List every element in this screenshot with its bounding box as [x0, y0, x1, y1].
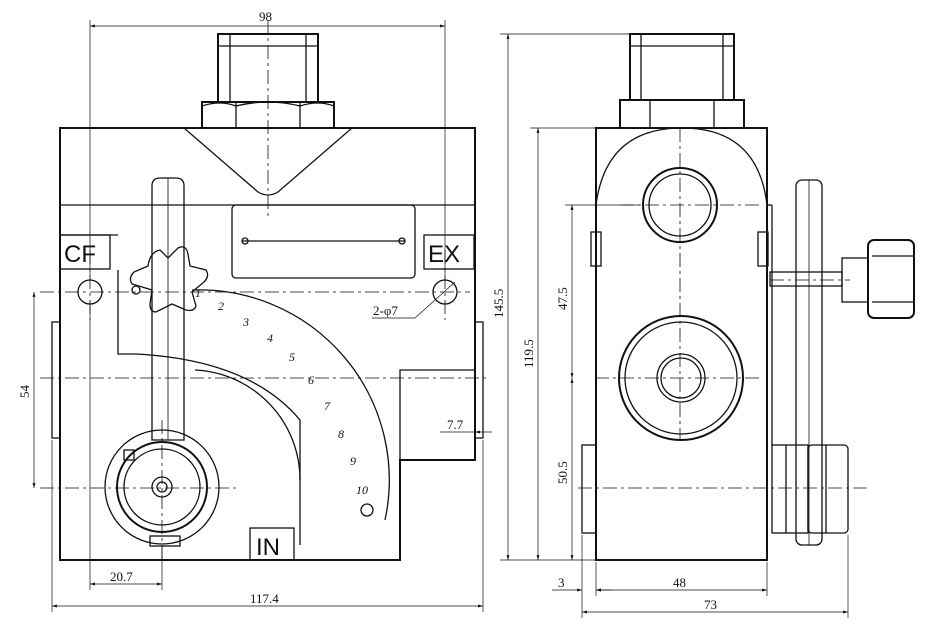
dim-side-total-height: 145.5: [491, 289, 506, 318]
front-top-fitting: [217, 33, 319, 103]
port-box-in: [249, 527, 295, 561]
scale-mark: 3: [242, 315, 249, 329]
side-lower-port: [618, 315, 744, 441]
dim-overall-width: 117.4: [250, 591, 279, 606]
dim-side-lower: 50.5: [555, 461, 570, 484]
dim-side-height: 119.5: [521, 339, 536, 368]
dim-top-width: 98: [259, 9, 272, 24]
front-right-boss: [474, 321, 484, 439]
scale-end-circle: [360, 503, 374, 517]
scale-mark: 7: [324, 399, 331, 413]
side-dimensions: 145.5 119.5 47.5 50.5 3 48 73: [491, 33, 849, 618]
dim-side-upper: 47.5: [555, 287, 570, 310]
scale-mark: 8: [338, 427, 344, 441]
dim-left-offset: 20.7: [110, 569, 133, 584]
dim-side-total-width: 73: [704, 597, 717, 612]
scale-mark: 9: [350, 454, 356, 468]
dim-holes: 2-φ7: [373, 303, 398, 318]
port-label-ex: EX: [428, 241, 460, 268]
dim-right-offset: 7.7: [447, 417, 464, 432]
scale-mark: 10: [356, 483, 368, 497]
side-hex-nut: [619, 99, 745, 129]
front-nameplate: [231, 204, 416, 279]
side-knob-stem: [769, 271, 843, 287]
port-box-cf: [59, 234, 111, 270]
side-left-tab: [590, 231, 602, 267]
scale-mark: 6: [308, 373, 314, 387]
scale-arc-outer: [191, 289, 390, 521]
dim-left-height: 54: [17, 385, 32, 399]
dim-side-width: 48: [673, 575, 686, 590]
front-view: 1 2 3 4 5 6 7 8 9 10: [40, 20, 490, 561]
scale-numbers: 1 2 3 4 5 6 7 8 9 10: [195, 286, 368, 497]
scale-mark: 4: [267, 331, 273, 345]
side-lower-boss: [771, 444, 809, 534]
front-dial-tab: [149, 535, 181, 547]
side-right-tab: [757, 231, 769, 267]
scale-mark: 2: [218, 299, 224, 313]
scale-mark: 5: [289, 350, 295, 364]
dim-side-small: 3: [558, 575, 565, 590]
scale-arc-inner: [194, 369, 301, 481]
scale-mark: 1: [195, 286, 201, 300]
front-lever: [151, 177, 185, 441]
port-label-cf: CF: [64, 241, 96, 268]
side-view: [578, 33, 915, 561]
side-left-boss: [581, 444, 597, 534]
side-valve-body: [595, 127, 768, 561]
side-top-fitting: [629, 33, 735, 101]
front-left-boss: [51, 321, 61, 439]
star-knob: [129, 246, 209, 313]
side-knob: [867, 239, 915, 319]
port-box-ex: [423, 234, 475, 270]
port-label-in: IN: [256, 534, 280, 561]
front-dimensions: 98 117.4 20.7 54 7.7 2-φ7: [17, 9, 492, 612]
